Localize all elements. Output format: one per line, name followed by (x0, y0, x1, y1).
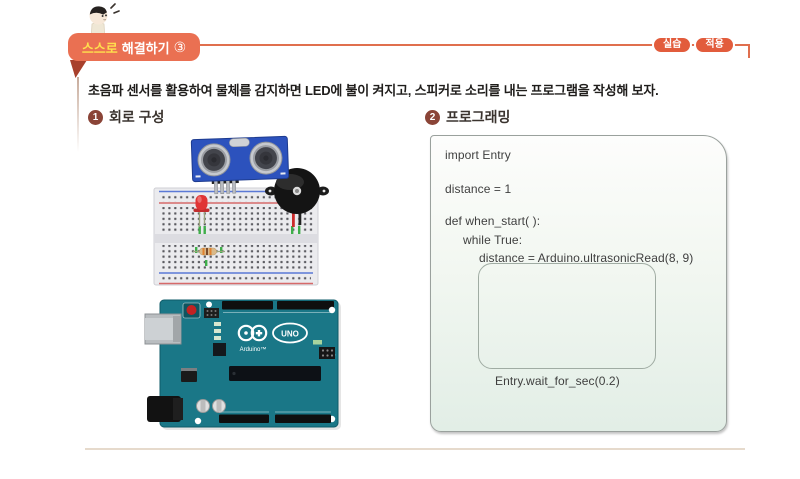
section-banner: 스스로 해결하기 ③ (68, 33, 200, 61)
footer-rule-line (85, 448, 745, 450)
section-title-programming: 프로그래밍 (446, 109, 511, 125)
jumper-wires (195, 226, 301, 266)
banner-ribbon-tail (77, 77, 79, 152)
code-line: def when_start( ): (445, 214, 541, 228)
arduino-brand-label: Arduino™ (240, 346, 267, 353)
badge-practice: 실습 (652, 36, 693, 54)
code-line: while True: (463, 233, 523, 247)
resistor-illustration (193, 247, 225, 256)
arduino-uno-label: UNO (281, 330, 299, 339)
banner-number: ③ (173, 38, 187, 55)
code-line: distance = 1 (445, 182, 512, 196)
section-heading-circuit: 1 회로 구성 (88, 107, 164, 127)
section-title-circuit: 회로 구성 (109, 109, 165, 125)
red-led-illustration (193, 195, 210, 227)
code-line: import Entry (445, 148, 511, 162)
ultrasonic-sensor-illustration (190, 135, 290, 195)
section-heading-programming: 2 프로그래밍 (425, 107, 510, 127)
program-code-panel: import Entry distance = 1 def when_start… (430, 135, 727, 432)
header-rule-hook (748, 44, 750, 58)
banner-accent-text: 스스로 (81, 40, 118, 56)
arduino-uno-board-illustration: UNO Arduino™ (144, 299, 341, 430)
code-line: Entry.wait_for_sec(0.2) (495, 374, 620, 388)
section-number-2: 2 (425, 109, 440, 125)
section-number-1: 1 (88, 109, 103, 125)
badge-apply: 적용 (694, 36, 735, 54)
banner-rest-text: 해결하기 (121, 40, 170, 56)
banner-ribbon-fold (70, 60, 87, 78)
circuit-illustration: UNO Arduino™ (144, 135, 341, 430)
code-line: distance = Arduino.ultrasonicRead(8, 9) (479, 251, 694, 265)
tag-badges: 실습 적용 (652, 36, 735, 54)
header-rule-line (196, 44, 750, 46)
answer-blank-box (478, 263, 656, 369)
task-description: 초음파 센서를 활용하여 물체를 감지하면 LED에 불이 켜지고, 스피커로 … (88, 83, 659, 98)
